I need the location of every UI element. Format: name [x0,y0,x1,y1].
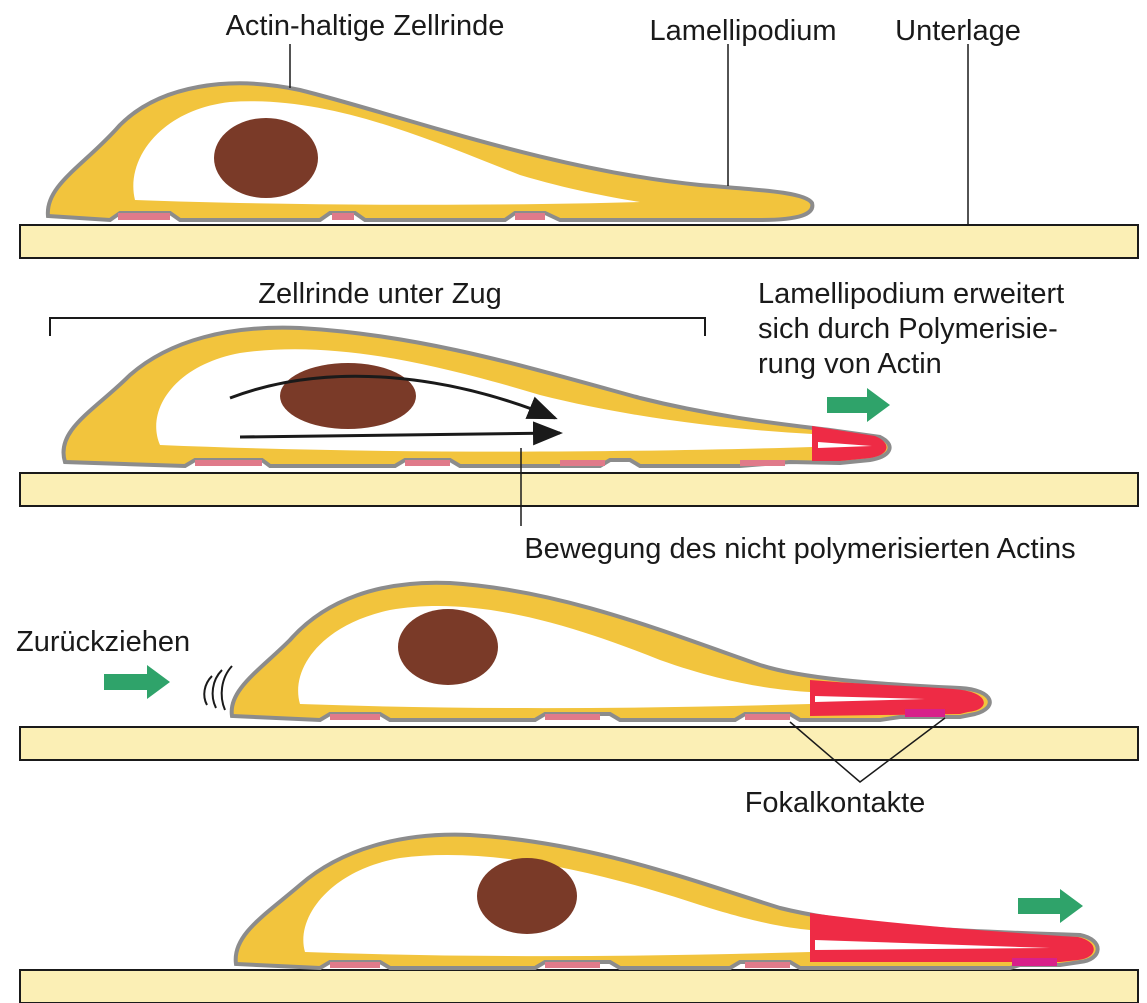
lamellipodium-adhesion-3 [905,709,945,717]
focal-contact-1c [515,213,545,220]
label-lamellipodium-extends-1: Lamellipodium erweitert [758,278,1064,310]
nucleus-3 [398,609,498,685]
label-substrate: Unterlage [895,15,1021,47]
lamellipodium-actin-4 [810,913,1094,962]
focal-contact-4a [330,962,380,968]
nucleus-4 [477,858,577,934]
substrate-2 [20,473,1138,506]
green-arrow-4 [1018,889,1083,923]
focal-contact-4c [745,962,790,968]
substrate-4 [20,970,1138,1003]
stage-2 [20,318,1138,526]
focal-contact-3a [330,714,380,720]
green-arrow-2 [827,388,890,422]
substrate-3 [20,727,1138,760]
focal-contact-1b [332,213,354,220]
focal-contact-4b [545,962,600,968]
focal-contact-3c [745,714,790,720]
focal-contact-2a [195,460,262,466]
stage-4 [20,835,1138,1003]
green-arrow-3 [104,665,170,699]
stage-3 [20,583,1138,782]
focal-contact-2d [740,460,785,466]
substrate-1 [20,225,1138,258]
stage-1 [20,83,1138,258]
retraction-motion-lines [204,666,232,710]
label-retraction: Zurückziehen [16,626,190,658]
focal-contact-3b [545,714,600,720]
nucleus-2 [280,363,416,429]
nucleus-1 [214,118,318,198]
focal-contact-1a [118,213,170,220]
lamellipodium-adhesion-4 [1012,958,1057,966]
focal-contact-2c [560,460,605,466]
label-lamellipodium-extends-2: sich durch Polymerisie- [758,313,1058,345]
label-focal-contacts: Fokalkontakte [745,787,926,819]
label-actin-movement: Bewegung des nicht polymerisierten Actin… [524,533,1075,565]
label-lamellipodium: Lamellipodium [650,15,837,47]
focal-contact-2b [405,460,450,466]
label-cortex-tension: Zellrinde unter Zug [258,278,501,310]
label-lamellipodium-extends-3: rung von Actin [758,348,942,380]
label-cortex: Actin-haltige Zellrinde [226,10,505,42]
cortex-tension-bracket [50,318,705,336]
